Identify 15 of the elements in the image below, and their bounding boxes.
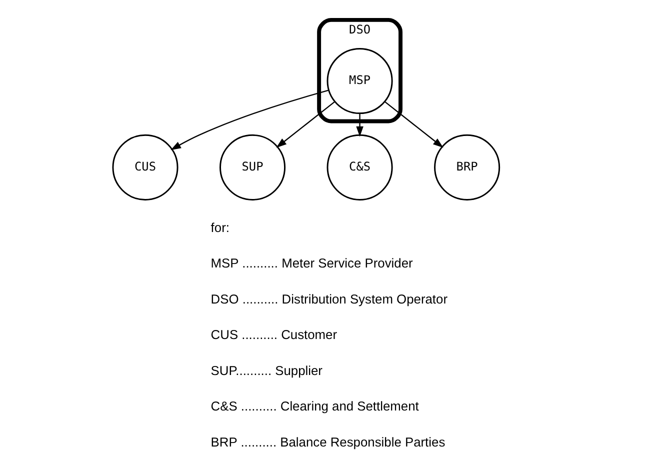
arrow bbox=[356, 113, 364, 137]
arrow bbox=[384, 101, 444, 148]
node-circle: MSP bbox=[326, 48, 393, 114]
arrow bbox=[170, 90, 329, 150]
label: for: bbox=[210, 220, 230, 235]
label: MSP .......... Meter Service Provider bbox=[210, 256, 413, 271]
label: BRP .......... Balance Responsible Parties bbox=[210, 434, 446, 450]
node-circle: BRP bbox=[434, 134, 500, 200]
label: C&S .......... Clearing and Settlement bbox=[210, 398, 419, 414]
label: SUP.......... Supplier bbox=[210, 362, 322, 378]
label: DSO .......... Distribution System Operator bbox=[210, 291, 448, 306]
arrow bbox=[276, 101, 336, 148]
node-circle: CUS bbox=[112, 134, 178, 200]
label: CUS .......... Customer bbox=[210, 327, 338, 342]
node-circle: C&S bbox=[326, 134, 393, 200]
